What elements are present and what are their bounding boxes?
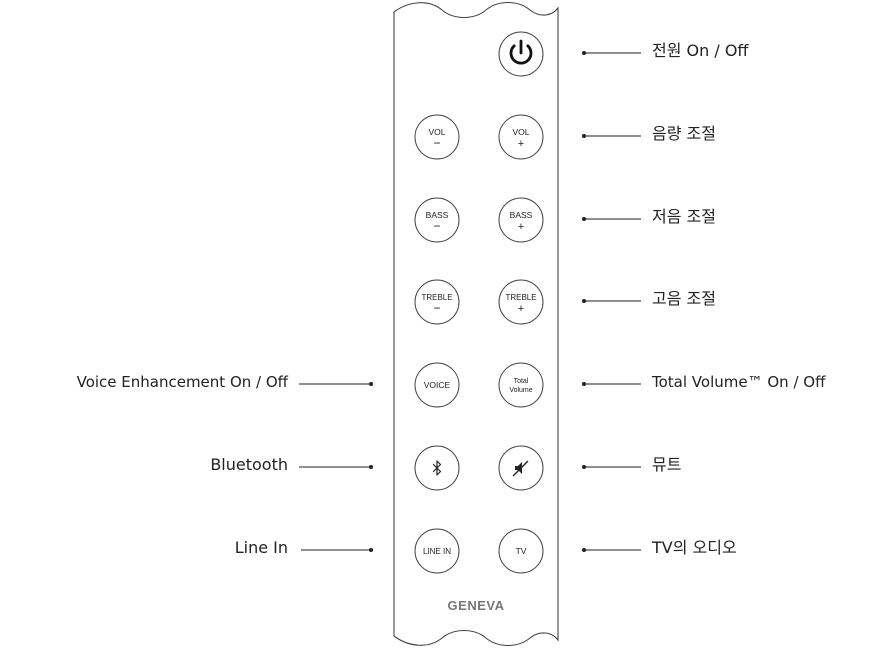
bass-minus-button[interactable]: BASS − (414, 197, 460, 243)
tv-button[interactable]: TV (498, 528, 544, 574)
total-volume-line2: Volume (509, 387, 532, 394)
vol-minus-label: VOL (428, 127, 445, 137)
total-volume-button[interactable]: Total Volume (498, 362, 544, 408)
tv-label: TV (516, 546, 527, 556)
callout-mute: 뮤트 (652, 455, 682, 474)
mute-button[interactable] (498, 445, 544, 491)
vol-plus-sign: + (518, 138, 524, 150)
mute-icon (512, 460, 529, 477)
line-in-button[interactable]: LINE IN (414, 528, 460, 574)
line-in-label: LINE IN (423, 547, 451, 556)
callout-line-in: Line In (234, 538, 288, 557)
power-button[interactable] (498, 31, 544, 77)
treble-minus-sign: − (433, 301, 440, 315)
treble-plus-label: TREBLE (505, 293, 536, 302)
callout-volume: 음량 조절 (652, 124, 716, 143)
bass-plus-sign: + (518, 221, 524, 233)
bluetooth-button[interactable] (414, 445, 460, 491)
leader-lines-left (299, 383, 371, 551)
voice-label: VOICE (424, 380, 451, 390)
treble-minus-label: TREBLE (421, 293, 452, 302)
total-volume-line1: Total (514, 378, 529, 385)
vol-minus-sign: − (433, 136, 440, 150)
leader-dots-right (582, 51, 586, 552)
vol-plus-label: VOL (512, 127, 529, 137)
bass-minus-sign: − (433, 219, 440, 233)
bass-plus-button[interactable]: BASS + (498, 197, 544, 243)
leader-dots-left (369, 382, 373, 552)
bluetooth-icon (432, 460, 442, 476)
treble-plus-button[interactable]: TREBLE + (498, 279, 544, 325)
callout-voice: Voice Enhancement On / Off (76, 373, 288, 391)
vol-plus-button[interactable]: VOL + (498, 114, 544, 160)
leader-lines-right (584, 52, 641, 551)
callout-tv: TV의 오디오 (652, 538, 737, 557)
voice-button[interactable]: VOICE (414, 362, 460, 408)
callout-power: 전원 On / Off (652, 41, 749, 60)
bass-plus-label: BASS (510, 210, 533, 220)
treble-plus-sign: + (518, 303, 524, 315)
brand-logo: GENEVA (448, 598, 505, 613)
callout-bass: 저음 조절 (652, 207, 716, 226)
callout-bluetooth: Bluetooth (210, 455, 288, 474)
bass-minus-label: BASS (426, 210, 449, 220)
callout-treble: 고음 조절 (652, 289, 716, 308)
vol-minus-button[interactable]: VOL − (414, 114, 460, 160)
power-icon (509, 39, 533, 65)
treble-minus-button[interactable]: TREBLE − (414, 279, 460, 325)
callout-total-volume: Total Volume™ On / Off (652, 373, 826, 391)
